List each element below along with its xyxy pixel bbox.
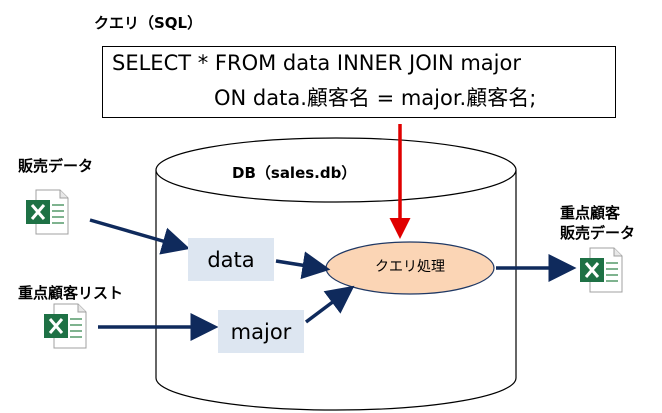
table-data-box: data [188,238,274,281]
db-label: DB（sales.db） [232,164,357,182]
sql-line-2: ON data.顧客名 = major.顧客名; [214,86,537,110]
sales-to-data-arrow [89,218,191,255]
excel-file-icon [580,247,623,293]
excel-file-icon [26,189,69,235]
sales-data-label: 販売データ [18,157,94,175]
sql-line-1: SELECT * FROM data INNER JOIN major [112,51,521,75]
table-major-box: major [218,310,304,353]
sql-caption: クエリ（SQL） [94,14,203,32]
table-major-label: major [230,319,292,344]
major-customer-list-label: 重点顧客リスト [18,284,124,302]
data-to-query-arrow [275,251,331,280]
sql-box [102,46,616,118]
query-process-label: クエリ処理 [375,259,445,275]
major-to-query-arrow [304,285,355,324]
output-label-line-1: 重点顧客 [560,204,621,222]
excel-file-icon [44,303,87,349]
output-label-line-2: 販売データ [560,224,636,242]
table-data-label: data [207,247,255,272]
